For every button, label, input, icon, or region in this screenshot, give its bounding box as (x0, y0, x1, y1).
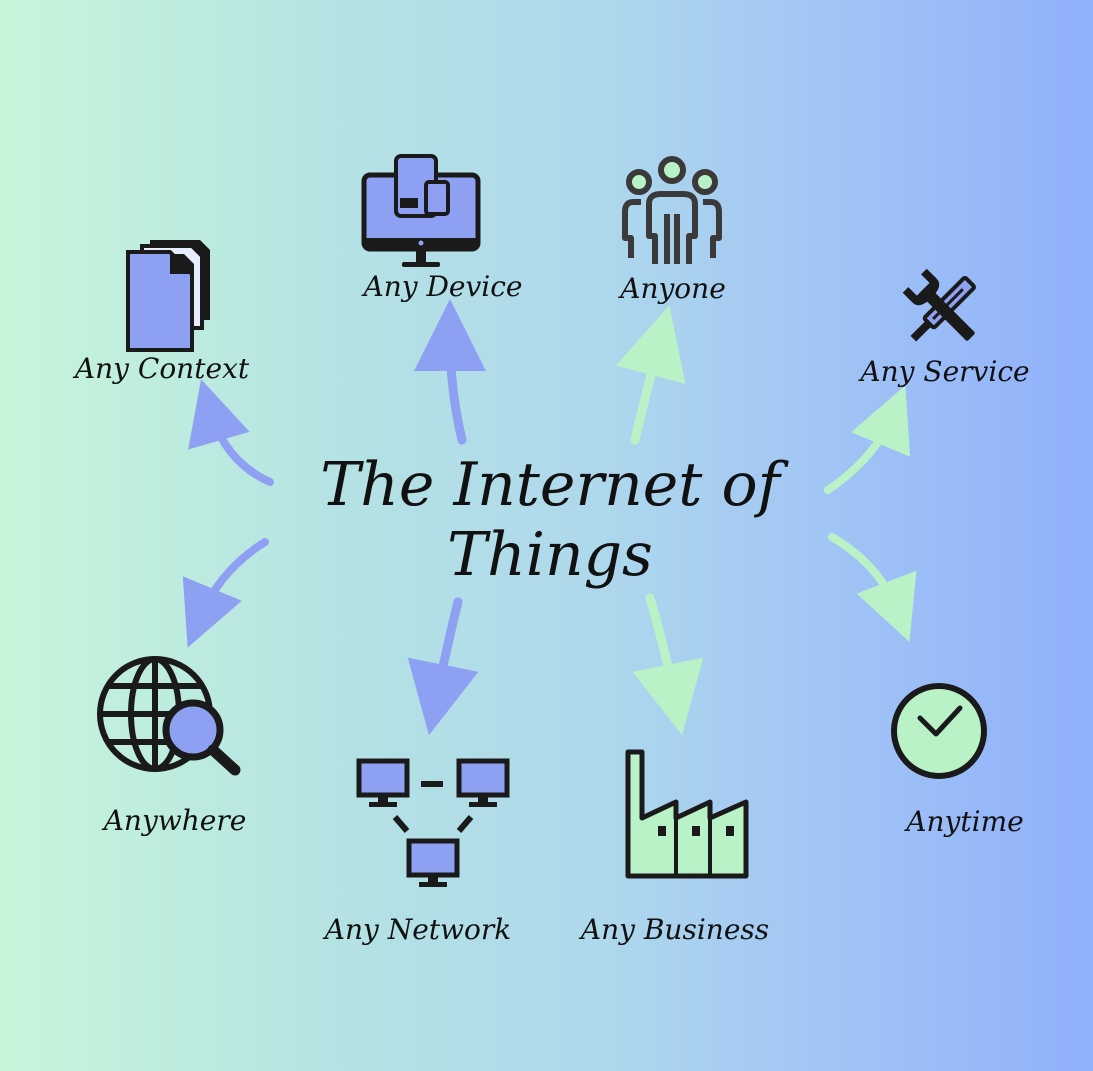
documents-icon (126, 240, 210, 352)
label-anyone: Anyone (620, 272, 726, 305)
title-line-1: The Internet of (320, 450, 780, 520)
title-line-2: Things (447, 520, 653, 590)
label-anywhere: Anywhere (103, 804, 247, 837)
label-any-business: Any Business (580, 913, 770, 946)
people-icon (622, 156, 722, 264)
label-anytime: Anytime (906, 805, 1024, 838)
diagram-title: The Internet of Things (250, 450, 850, 590)
label-any-network: Any Network (324, 913, 512, 946)
label-any-service: Any Service (860, 355, 1030, 388)
clock-icon (891, 683, 987, 779)
arrow-to-anywhere (182, 538, 269, 648)
arrow-to-business (632, 593, 704, 736)
arrow-to-network (407, 597, 479, 736)
label-any-device: Any Device (363, 270, 523, 303)
arrow-to-context (188, 379, 274, 486)
arrow-to-device (414, 299, 487, 445)
globe-search-icon (97, 656, 241, 776)
network-icon (356, 758, 510, 887)
factory-icon (625, 749, 749, 879)
arrow-to-anytime (828, 533, 917, 642)
tools-icon (902, 268, 976, 342)
label-any-context: Any Context (74, 352, 250, 385)
devices-icon (361, 154, 481, 267)
arrow-to-service (824, 385, 911, 494)
arrow-to-anyone (615, 305, 686, 445)
